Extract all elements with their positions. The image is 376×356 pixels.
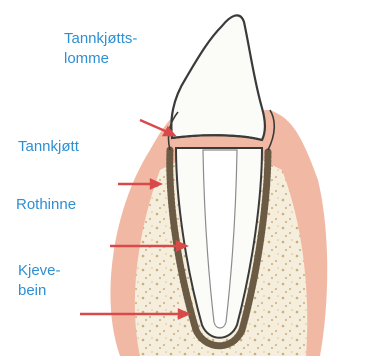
- label-bone-line2: bein: [18, 282, 46, 300]
- label-pocket-line2: lomme: [64, 50, 109, 68]
- label-ligament: Rothinne: [16, 196, 76, 214]
- label-bone-line1: Kjeve-: [18, 262, 61, 280]
- label-gum: Tannkjøtt: [18, 138, 79, 156]
- label-pocket-line1: Tannkjøtts-: [64, 30, 137, 48]
- tooth-crown: [171, 15, 265, 140]
